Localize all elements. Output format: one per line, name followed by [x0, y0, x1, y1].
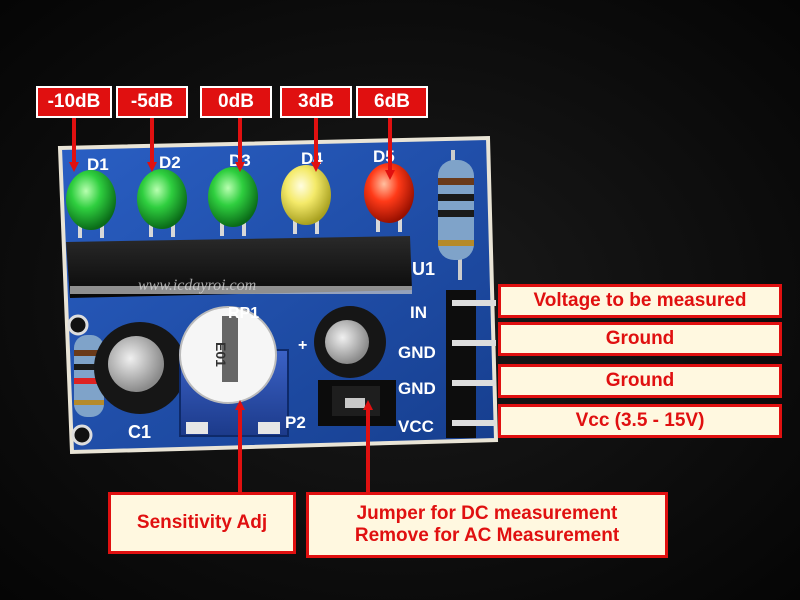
label-sensitivity-adj: Sensitivity Adj	[108, 492, 296, 554]
label-led-3db: 3dB	[280, 86, 352, 118]
pin-silk-gnd2: GND	[398, 379, 436, 398]
ic-chip	[66, 236, 412, 298]
pin-header: IN GND GND VCC	[398, 290, 496, 438]
resistor-top	[438, 150, 474, 280]
potentiometer-rp1: E01 RP1	[179, 305, 289, 437]
led-d3	[208, 167, 258, 227]
pin-silk-in: IN	[410, 303, 427, 322]
mount-hole	[67, 314, 89, 336]
label-pin-vcc: Vcc (3.5 - 15V)	[498, 404, 782, 438]
pin-silk-gnd1: GND	[398, 343, 436, 362]
label-led-6db: 6dB	[356, 86, 428, 118]
pot-marking: E01	[213, 342, 229, 367]
label-pin-gnd1: Ground	[498, 322, 782, 356]
cap-ref-c1: C1	[128, 422, 151, 442]
label-jumper-line1: Jumper for DC measurement	[356, 503, 618, 525]
label-jumper-line2: Remove for AC Measurement	[354, 525, 620, 546]
pin-silk-vcc: VCC	[398, 417, 434, 436]
led-d2	[137, 169, 187, 229]
jumper-p2: P2	[285, 380, 396, 432]
led-ref-d2: D2	[159, 153, 181, 172]
led-legs	[78, 218, 402, 238]
label-led-minus5db: -5dB	[116, 86, 188, 118]
led-d5	[364, 163, 414, 223]
led-d4	[281, 165, 331, 225]
label-led-minus10db: -10dB	[36, 86, 112, 118]
capacitor-small: +	[298, 306, 386, 378]
pot-ref-rp1: RP1	[228, 305, 259, 322]
label-jumper: Jumper for DC measurement Remove for AC …	[306, 492, 668, 558]
leds	[66, 163, 414, 230]
ic-ref-u1: U1	[412, 259, 435, 279]
jumper-ref-p2: P2	[285, 413, 306, 432]
label-pin-gnd2: Ground	[498, 364, 782, 398]
label-led-0db: 0dB	[200, 86, 272, 118]
mount-hole	[71, 424, 93, 446]
ic-pins	[70, 286, 412, 294]
label-pin-in: Voltage to be measured	[498, 284, 782, 318]
callout-arrows	[69, 118, 395, 492]
svg-text:+: +	[298, 337, 307, 354]
capacitor-c1: C1	[94, 322, 186, 442]
led-ref-d1: D1	[87, 155, 109, 174]
watermark: www.icdayroi.com	[138, 277, 256, 294]
led-d1	[66, 170, 116, 230]
